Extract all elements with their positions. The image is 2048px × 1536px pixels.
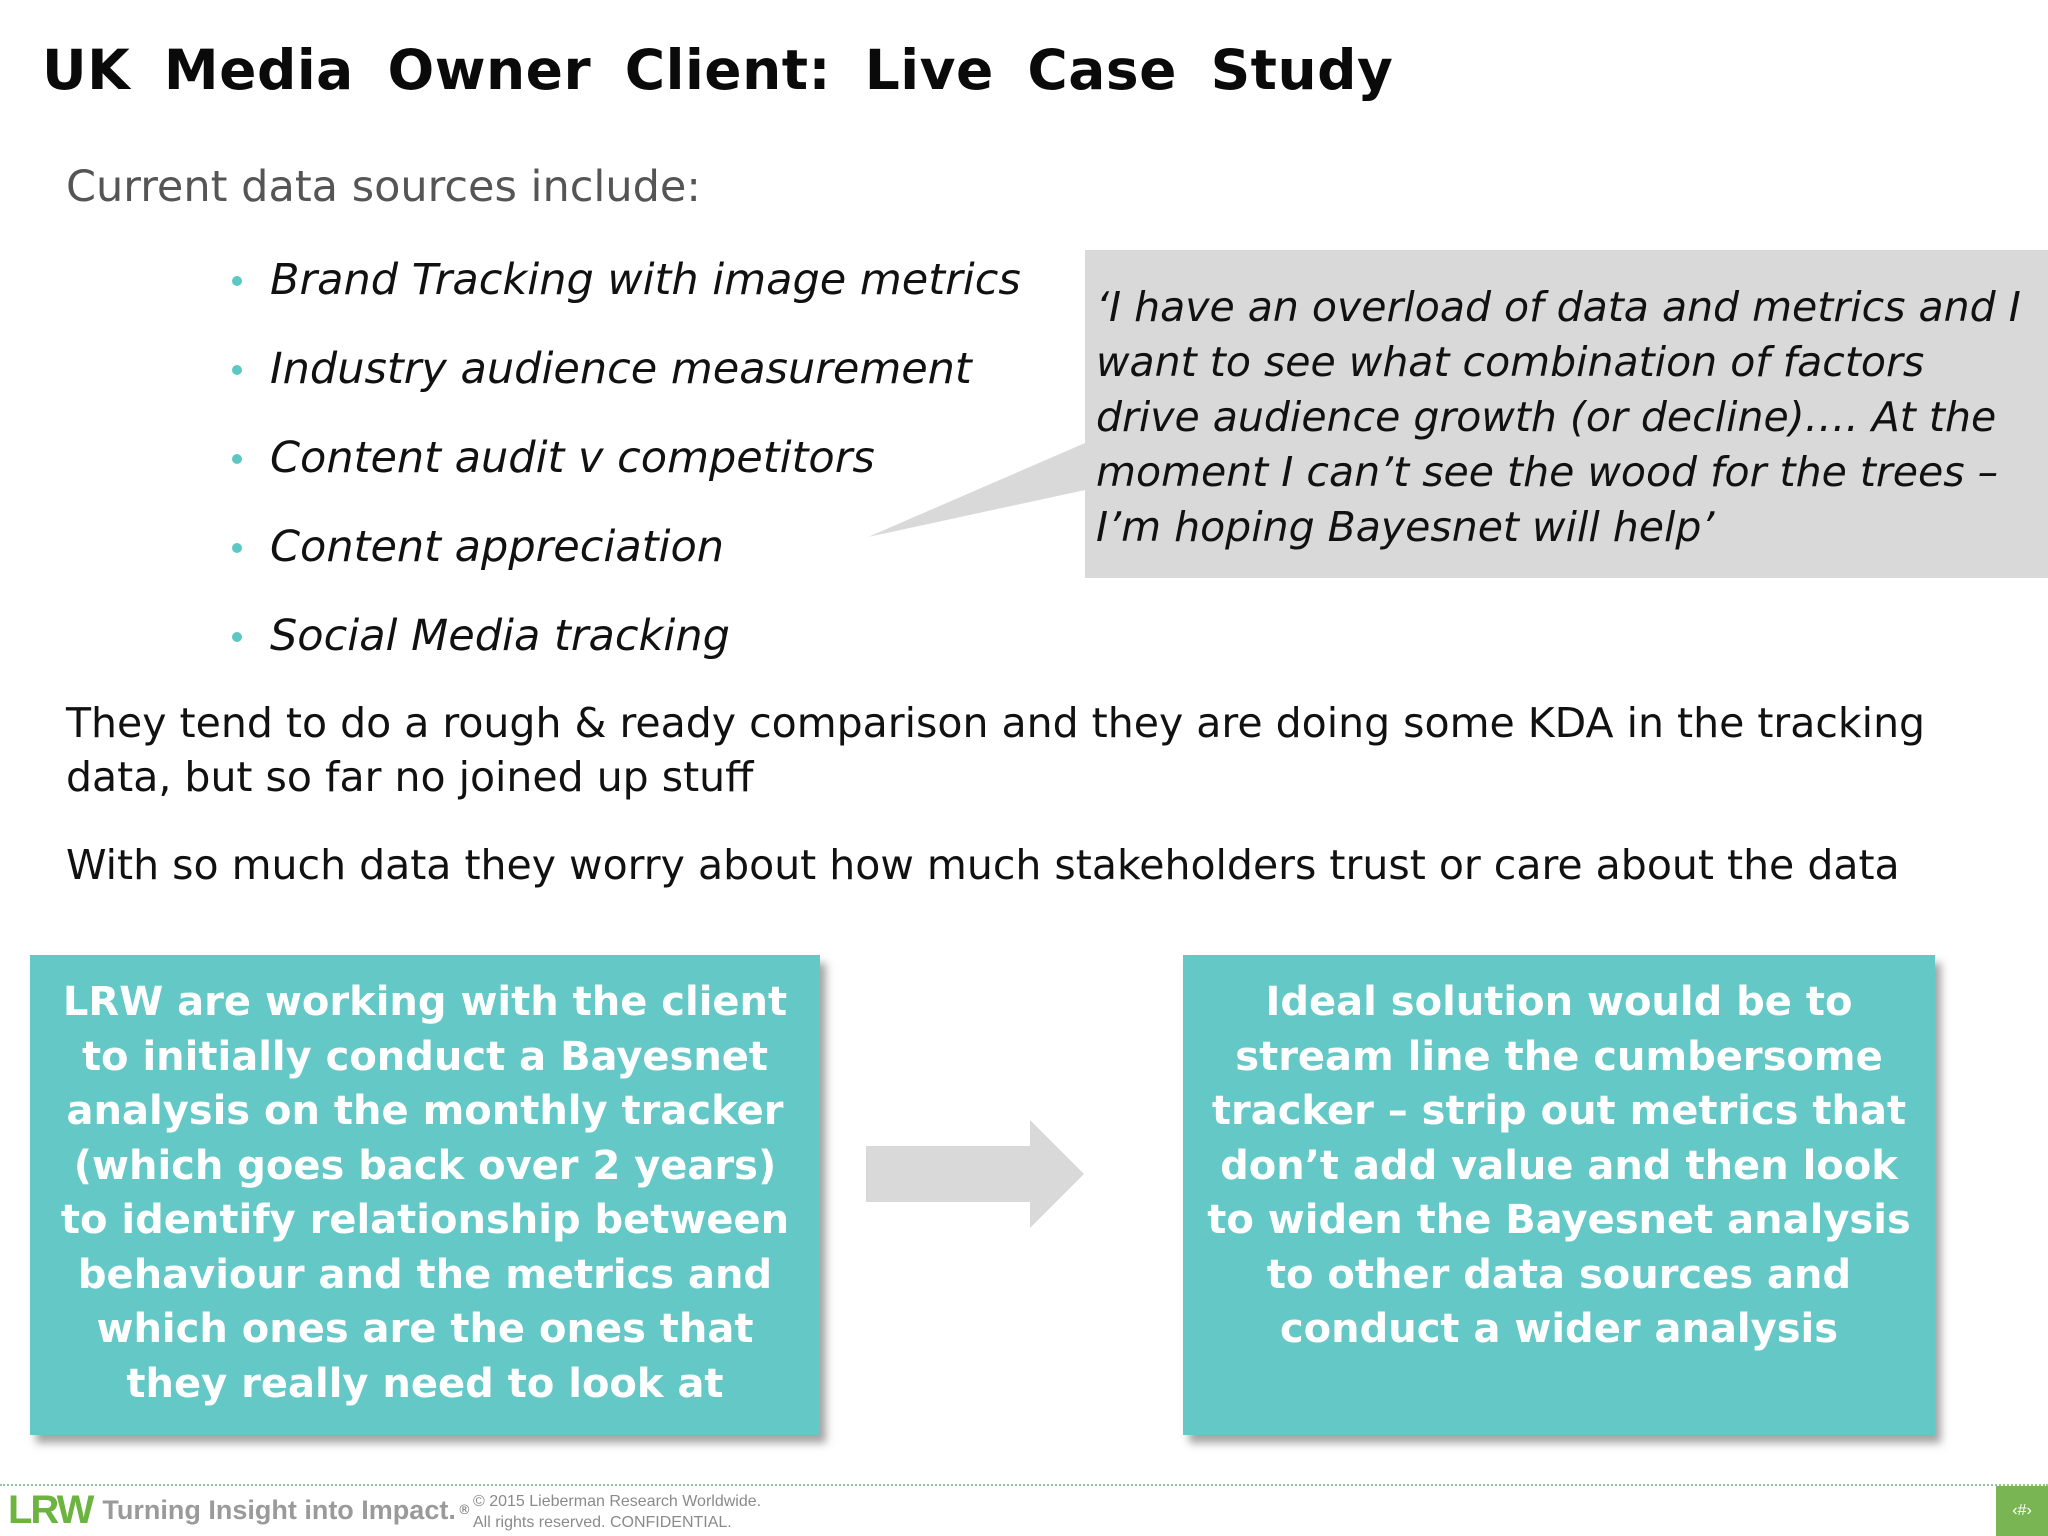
lrw-logo-icon: LRW xyxy=(8,1487,94,1532)
data-sources-list: Brand Tracking with image metrics Indust… xyxy=(230,250,1021,695)
bullet-dot-icon xyxy=(232,543,242,553)
bullet-dot-icon xyxy=(232,454,242,464)
registered-mark: ® xyxy=(457,1502,471,1518)
list-item: Industry audience measurement xyxy=(230,339,1021,428)
footer-tagline: Turning Insight into Impact. xyxy=(102,1494,456,1525)
bullet-dot-icon xyxy=(232,276,242,286)
list-item: Social Media tracking xyxy=(230,606,1021,695)
intro-text: Current data sources include: xyxy=(66,162,701,212)
trust-paragraph: With so much data they worry about how m… xyxy=(66,841,1900,889)
current-approach-box: LRW are working with the client to initi… xyxy=(30,955,820,1435)
client-quote: ‘I have an overload of data and metrics … xyxy=(1096,283,2021,551)
comparison-paragraph: They tend to do a rough & ready comparis… xyxy=(66,699,1926,801)
page-number-badge: ‹#› xyxy=(1996,1486,2048,1536)
bullet-dot-icon xyxy=(232,632,242,642)
bullet-dot-icon xyxy=(232,365,242,375)
current-approach-text: LRW are working with the client to initi… xyxy=(60,979,790,1407)
slide-title: UK Media Owner Client: Live Case Study xyxy=(42,38,1394,102)
footer-divider xyxy=(0,1484,2048,1486)
ideal-solution-text: Ideal solution would be to stream line t… xyxy=(1207,979,1911,1352)
footer-copyright: © 2015 Lieberman Research Worldwide. All… xyxy=(473,1493,762,1531)
arrow-right-icon xyxy=(866,1120,1084,1228)
ideal-solution-box: Ideal solution would be to stream line t… xyxy=(1183,955,1935,1435)
list-item: Content appreciation xyxy=(230,517,1021,606)
list-item: Content audit v competitors xyxy=(230,428,1021,517)
footer-logo: LRW Turning Insight into Impact. ® xyxy=(8,1487,471,1532)
list-item: Brand Tracking with image metrics xyxy=(230,250,1021,339)
